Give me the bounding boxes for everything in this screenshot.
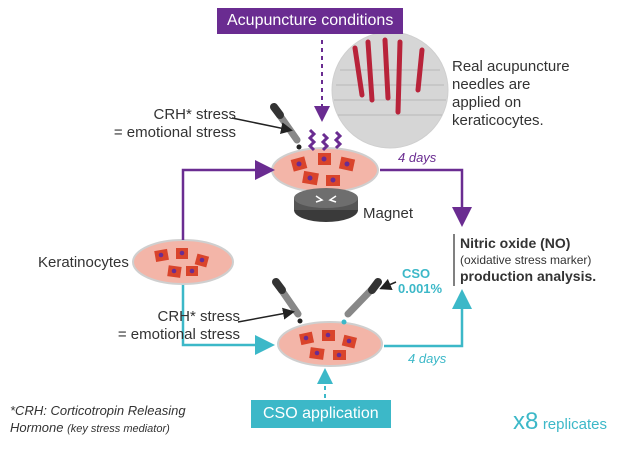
days-top-label: 4 days <box>398 150 437 165</box>
no-analysis-text: Nitric oxide (NO) (oxidative stress mark… <box>460 235 596 285</box>
needle-photo <box>331 31 449 149</box>
no-analysis: production analysis. <box>460 268 597 284</box>
flow-bottom-to-no-arrow <box>384 289 472 348</box>
magnet <box>294 188 358 222</box>
flow-down-arrow <box>181 285 275 355</box>
needles-note-line: keraticocytes. <box>452 112 544 129</box>
acupuncture-conditions-box: Acupuncture conditions <box>217 8 404 34</box>
flow-top-to-no-arrow <box>380 168 472 227</box>
replicates-count: x8 <box>513 408 539 435</box>
needles-note: Real acupuncture needles are applied on … <box>452 58 570 130</box>
cso-label: CSO <box>402 266 431 281</box>
bottom-dropper-cso <box>341 278 382 325</box>
footnote: *CRH: Corticotropin Releasing Hormone (k… <box>10 402 186 438</box>
cso-concentration-label: CSO 0.001% <box>398 266 442 296</box>
acupuncture-conditions-label: Acupuncture conditions <box>227 12 394 29</box>
replicates-text: replicates <box>542 416 608 433</box>
cso-percent: 0.001% <box>398 281 443 296</box>
top-dish <box>271 128 379 193</box>
footnote-hormone: Hormone <box>10 420 64 435</box>
footnote-mediator: (key stress mediator) <box>67 423 170 435</box>
crh-bottom-line: CRH* stress <box>157 308 240 325</box>
crh-bottom-pointer <box>237 307 295 323</box>
cso-application-box: CSO application <box>251 400 391 428</box>
crh-stress-bottom-label: CRH* stress = emotional stress <box>100 308 240 344</box>
replicates-label: x8 replicates <box>513 408 607 436</box>
footnote-line: *CRH: Corticotropin Releasing <box>10 403 186 418</box>
needles-note-line: applied on <box>452 94 522 111</box>
magnet-label: Magnet <box>363 205 414 222</box>
crh-top-line: = emotional stress <box>113 124 236 141</box>
bottom-dropper-crh <box>272 278 303 324</box>
keratinocytes-dish <box>132 239 234 285</box>
crh-bottom-line: = emotional stress <box>117 326 240 343</box>
cso-pointer <box>379 278 397 290</box>
cso-application-label: CSO application <box>263 405 379 422</box>
no-subtitle: (oxidative stress marker) <box>460 253 592 267</box>
needles-note-line: needles are <box>452 76 531 93</box>
crh-top-pointer <box>231 117 293 135</box>
crh-top-line: CRH* stress <box>153 106 236 123</box>
flow-up-arrow <box>181 160 275 240</box>
bottom-dish <box>277 321 383 367</box>
crh-stress-top-label: CRH* stress = emotional stress <box>96 106 236 142</box>
keratinocytes-label: Keratinocytes <box>38 254 129 271</box>
needles-note-line: Real acupuncture <box>452 58 570 75</box>
no-title: Nitric oxide (NO) <box>460 235 571 251</box>
days-bottom-label: 4 days <box>408 351 447 366</box>
